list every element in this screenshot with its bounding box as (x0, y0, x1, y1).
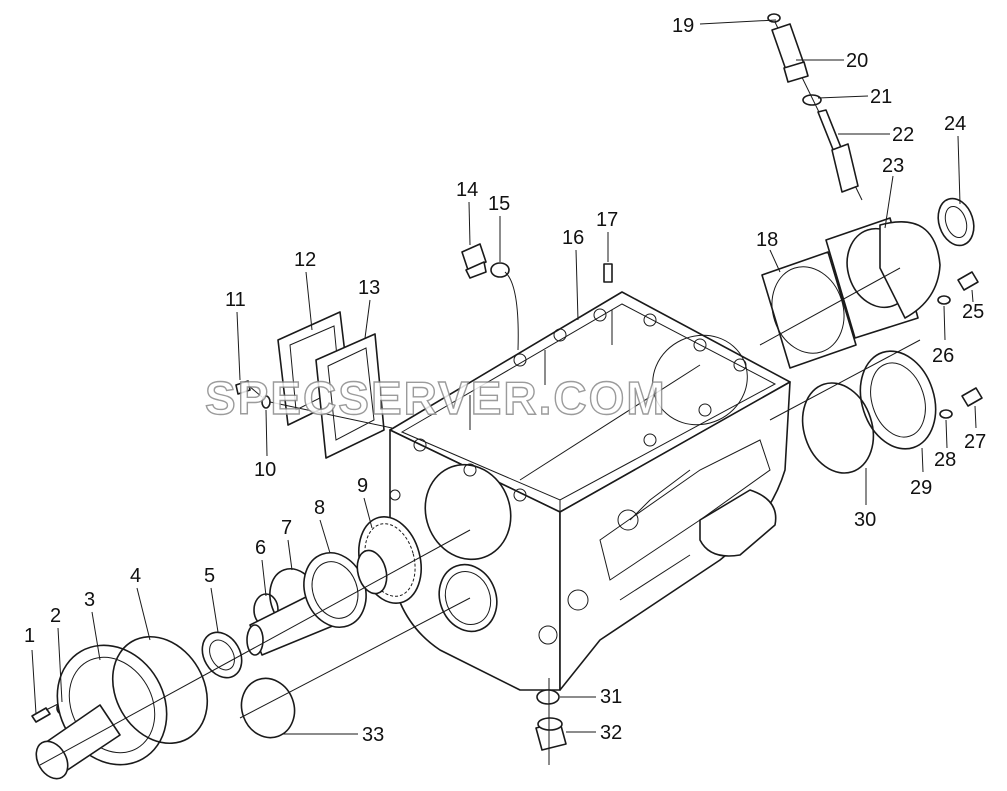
callout-7: 7 (281, 517, 292, 539)
callout-30: 30 (854, 509, 876, 531)
part-11-bolt (235, 380, 263, 398)
callout-32: 32 (600, 722, 622, 744)
callout-5: 5 (204, 565, 215, 587)
callout-23: 23 (882, 155, 904, 177)
callout-16: 16 (562, 227, 584, 249)
part-29-bearing-cover (859, 350, 937, 450)
callout-8: 8 (314, 497, 325, 519)
leader-lines (31, 19, 977, 735)
part-24-seal (937, 197, 975, 247)
part-9-gear (356, 515, 422, 605)
callout-18: 18 (756, 229, 778, 251)
part-33-o-ring (240, 677, 296, 739)
callout-24: 24 (944, 113, 966, 135)
callout-15: 15 (488, 193, 510, 215)
callout-17: 17 (596, 209, 618, 231)
callout-26: 26 (932, 345, 954, 367)
part-1-bolt (31, 703, 59, 723)
part-21-o-ring (802, 94, 822, 106)
callout-12: 12 (294, 249, 316, 271)
callout-2: 2 (50, 605, 61, 627)
part-3-input-cover (35, 644, 168, 780)
part-5-seal (201, 631, 243, 679)
part-32-drain-plug (535, 717, 567, 751)
part-18-gasket (761, 251, 857, 369)
part-13-gasket (315, 333, 385, 459)
part-8-bearing-shaft (246, 552, 367, 656)
callout-28: 28 (934, 449, 956, 471)
callout-20: 20 (846, 50, 868, 72)
part-4-gasket (111, 635, 209, 745)
callout-numbers: 1 2 3 4 5 6 7 8 9 10 11 12 13 14 15 16 1… (24, 15, 986, 746)
callout-27: 27 (964, 431, 986, 453)
part-17-pin (603, 263, 613, 283)
callout-14: 14 (456, 179, 478, 201)
callout-1: 1 (24, 625, 35, 647)
part-15-washer (490, 262, 510, 278)
part-14-plug (461, 243, 487, 279)
part-30-gasket (801, 382, 875, 474)
callout-31: 31 (600, 686, 622, 708)
callout-19: 19 (672, 15, 694, 37)
callout-10: 10 (254, 459, 276, 481)
callout-33: 33 (362, 724, 384, 746)
part-20-sensor (771, 23, 809, 83)
gearbox-housing (389, 291, 791, 691)
callout-3: 3 (84, 589, 95, 611)
part-31-washer (536, 689, 560, 705)
part-22-shaft (817, 109, 859, 193)
callout-22: 22 (892, 124, 914, 146)
part-25-bolt (957, 271, 979, 291)
part-26-washer (937, 295, 951, 305)
callout-29: 29 (910, 477, 932, 499)
callout-11: 11 (225, 289, 246, 311)
callout-25: 25 (962, 301, 984, 323)
callout-6: 6 (255, 537, 266, 559)
callout-9: 9 (357, 475, 368, 497)
callout-4: 4 (130, 565, 141, 587)
callout-21: 21 (870, 86, 892, 108)
watermark-text: SPECSERVER.COM (205, 372, 667, 424)
part-28-washer (939, 409, 953, 419)
part-27-bolt (961, 387, 983, 407)
callout-13: 13 (358, 277, 380, 299)
